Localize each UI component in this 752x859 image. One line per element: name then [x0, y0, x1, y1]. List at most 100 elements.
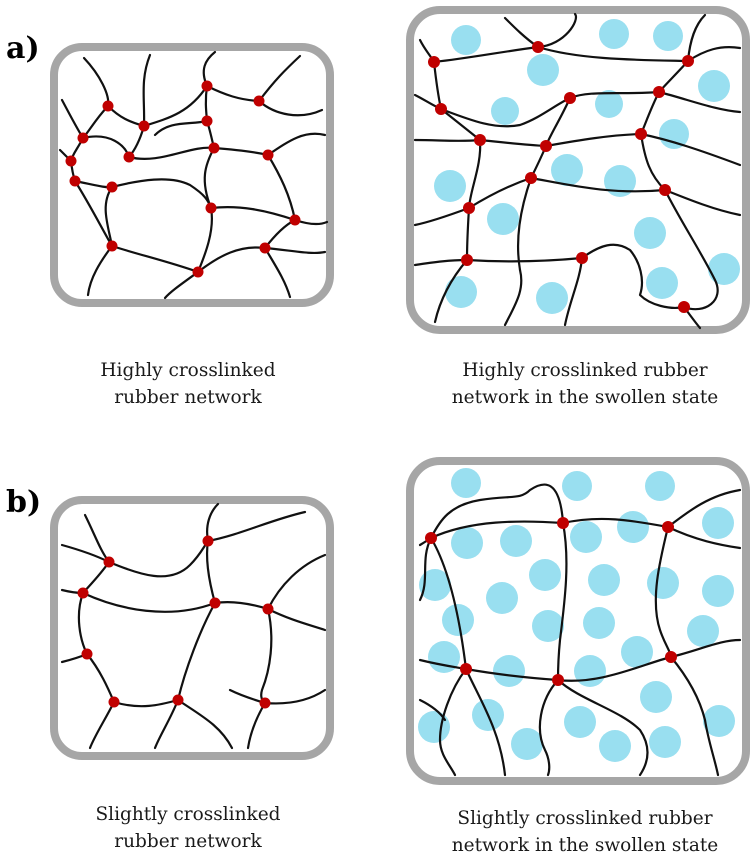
- solvent-molecule-icon: [419, 569, 451, 601]
- crosslink-point-icon: [192, 266, 204, 278]
- polymer-chain-icon: [418, 698, 447, 722]
- polymer-chain-icon: [257, 99, 324, 117]
- polymer-chain-icon: [266, 132, 327, 157]
- panel-label-a: a): [6, 31, 40, 66]
- polymer-chain-icon: [263, 688, 327, 705]
- frame-a-dry: [50, 43, 334, 307]
- crosslink-point-icon: [557, 517, 569, 529]
- solvent-molecule-icon: [562, 471, 592, 501]
- crosslink-point-icon: [208, 142, 220, 154]
- solvent-molecule-icon: [634, 217, 666, 249]
- network-b-dry: [50, 496, 334, 760]
- crosslink-point-icon: [138, 120, 150, 132]
- crosslink-point-icon: [77, 132, 89, 144]
- solvent-molecule-icon: [588, 564, 620, 596]
- network-a-dry: [50, 43, 334, 307]
- solvent-molecule-icon: [621, 636, 653, 668]
- polymer-chain-icon: [556, 678, 649, 777]
- polymer-chain-icon: [176, 601, 217, 702]
- polymer-chain-icon: [263, 218, 297, 250]
- polymer-chain-icon: [432, 45, 540, 64]
- frame-b-swollen: [406, 457, 750, 785]
- polymer-chain-icon: [686, 46, 742, 63]
- solvent-molecule-icon: [647, 567, 679, 599]
- polymer-chain-icon: [639, 132, 667, 192]
- crosslink-point-icon: [525, 172, 537, 184]
- solvent-molecule-icon: [659, 119, 689, 149]
- solvent-molecule-icon: [702, 575, 734, 607]
- solvent-molecule-icon: [649, 726, 681, 758]
- crosslink-point-icon: [205, 202, 217, 214]
- crosslink-point-icon: [259, 697, 271, 709]
- polymer-chain-icon: [142, 53, 152, 128]
- caption-b-left-line2: rubber network: [114, 831, 262, 852]
- polymer-chain-icon: [266, 553, 327, 611]
- solvent-molecule-icon: [653, 21, 683, 51]
- polymer-chain-icon: [478, 138, 548, 148]
- crosslink-point-icon: [463, 202, 475, 214]
- polymer-chain-icon: [663, 188, 742, 217]
- polymer-chain-icon: [176, 698, 234, 750]
- crosslink-point-icon: [653, 86, 665, 98]
- polymer-chain-icon: [206, 510, 307, 543]
- chains-b-swollen: [418, 483, 742, 777]
- polymer-chain-icon: [465, 206, 471, 262]
- solvent-molecule-icon: [428, 641, 460, 673]
- crosslink-point-icon: [77, 587, 89, 599]
- polymer-chain-icon: [107, 539, 210, 578]
- caption-a-left-line2: rubber network: [114, 387, 262, 408]
- polymer-chain-icon: [467, 138, 482, 210]
- crosslink-point-icon: [259, 242, 271, 254]
- crosslinks-b-dry: [77, 535, 274, 709]
- crosslinks-a-swollen: [428, 41, 694, 313]
- caption-a-left-line1: Highly crosslinked: [100, 360, 276, 381]
- solvent-molecule-icon: [418, 711, 450, 743]
- polymer-chain-icon: [228, 688, 267, 705]
- polymer-chain-icon: [418, 536, 433, 602]
- crosslink-point-icon: [65, 155, 77, 167]
- polymer-chain-icon: [246, 701, 267, 750]
- crosslink-point-icon: [172, 694, 184, 706]
- polymer-chain-icon: [205, 84, 261, 103]
- solvent-molecule-icon: [486, 582, 518, 614]
- polymer-chain-icon: [110, 244, 200, 274]
- polymer-chain-icon: [413, 258, 469, 267]
- polymer-chain-icon: [196, 246, 267, 274]
- polymer-chain-icon: [85, 652, 116, 704]
- network-a-swollen: [406, 6, 750, 334]
- crosslink-point-icon: [108, 696, 120, 708]
- solvent-molecule-icon: [599, 19, 629, 49]
- solvent-molecule-icon: [487, 203, 519, 235]
- polymer-chain-icon: [142, 84, 209, 128]
- polymer-chain-icon: [568, 90, 661, 100]
- chains-a-dry: [58, 50, 329, 300]
- solvent-molecule-icon: [551, 154, 583, 186]
- polymer-chain-icon: [81, 591, 217, 613]
- crosslink-point-icon: [682, 55, 694, 67]
- polymer-chain-icon: [60, 98, 85, 140]
- caption-a-right: Highly crosslinked rubber network in the…: [430, 357, 740, 411]
- crosslink-point-icon: [532, 41, 544, 53]
- polymer-chain-icon: [413, 206, 471, 227]
- solvent-molecule-icon: [536, 282, 568, 314]
- solvent-molecule-icon: [451, 468, 481, 498]
- crosslink-point-icon: [576, 252, 588, 264]
- polymer-chain-icon: [432, 60, 443, 111]
- polymer-chain-icon: [413, 138, 482, 142]
- solvent-molecule-icon: [595, 90, 623, 118]
- polymer-chain-icon: [536, 45, 690, 63]
- polymer-chain-icon: [666, 525, 742, 550]
- crosslink-point-icon: [474, 134, 486, 146]
- caption-a-right-line1: Highly crosslinked rubber: [462, 360, 708, 381]
- crosslink-point-icon: [425, 532, 437, 544]
- polymer-chain-icon: [657, 59, 690, 94]
- solvent-molecule-icon: [702, 507, 734, 539]
- chains-b-dry: [60, 502, 327, 750]
- polymer-chain-icon: [464, 667, 560, 682]
- polymer-chain-icon: [81, 135, 131, 159]
- polymer-chain-icon: [81, 104, 110, 140]
- polymer-chain-icon: [639, 132, 742, 167]
- polymer-chain-icon: [112, 698, 180, 708]
- caption-b-right-line2: network in the swollen state: [451, 835, 719, 856]
- polymer-chain-icon: [82, 56, 110, 108]
